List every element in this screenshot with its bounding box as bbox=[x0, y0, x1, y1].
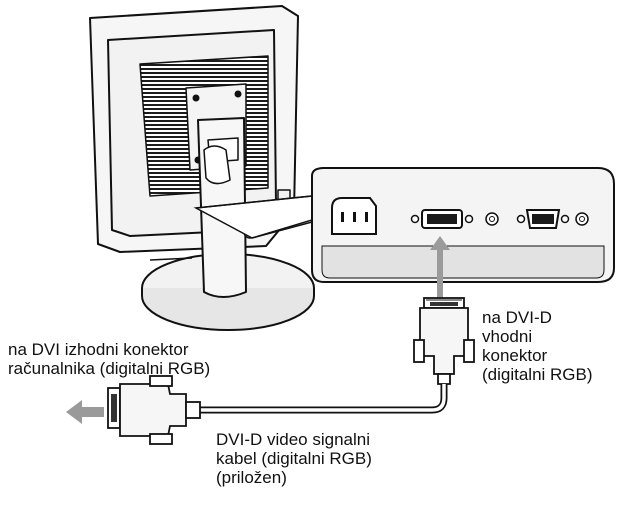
label-line: konektor bbox=[482, 346, 548, 365]
label-line: na DVI-D bbox=[482, 308, 552, 327]
label-line: kabel (digitalni RGB) bbox=[216, 449, 372, 468]
label-line: DVI-D video signalni bbox=[216, 430, 371, 449]
output-arrow-left bbox=[66, 400, 104, 424]
dvi-d-cable bbox=[200, 384, 448, 414]
connector-panel bbox=[311, 167, 615, 283]
label-line: računalnika (digitalni RGB) bbox=[8, 359, 211, 378]
ac-power-inlet bbox=[331, 197, 377, 235]
hd15-input-port bbox=[516, 209, 589, 229]
dvi-d-connector-monitor-side bbox=[413, 297, 475, 385]
monitor-rear-illustration bbox=[89, 5, 315, 331]
label-line: vhodni bbox=[482, 327, 533, 346]
label-dvi-d-input: na DVI-D vhodni konektor (digitalni RGB) bbox=[482, 308, 593, 384]
label-line: na DVI izhodni konektor bbox=[8, 340, 189, 359]
label-line: (digitalni RGB) bbox=[482, 365, 593, 384]
dvi-d-connector-computer-side bbox=[107, 375, 201, 445]
dvi-d-input-port bbox=[410, 209, 499, 229]
insert-arrow-up bbox=[430, 236, 450, 298]
label-dvi-output: na DVI izhodni konektor računalnika (dig… bbox=[8, 340, 210, 378]
label-cable: DVI-D video signalni kabel (digitalni RG… bbox=[216, 430, 372, 487]
label-line: (priložen) bbox=[216, 468, 287, 487]
